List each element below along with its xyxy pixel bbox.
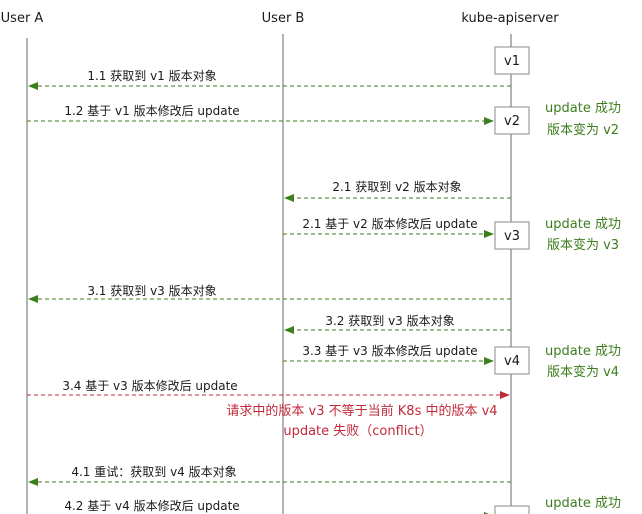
version-label-v3: v3 bbox=[504, 229, 520, 244]
note-success-v3: update 成功 bbox=[545, 217, 621, 232]
actor-user-b: User B bbox=[262, 11, 305, 26]
message-label-3-3: 3.3 基于 v3 版本修改后 update bbox=[302, 343, 477, 358]
note-success-v5: update 成功 bbox=[545, 496, 621, 511]
message-label-1-2: 1.2 基于 v1 版本修改后 update bbox=[64, 103, 239, 118]
message-label-2-1-update: 2.1 基于 v2 版本修改后 update bbox=[302, 216, 477, 231]
actor-user-a: User A bbox=[1, 11, 44, 26]
actor-kube-apiserver: kube-apiserver bbox=[461, 11, 559, 26]
version-label-v2: v2 bbox=[504, 114, 520, 129]
version-label-v4: v4 bbox=[504, 354, 520, 369]
note-success-v2: update 成功 bbox=[545, 101, 621, 116]
version-box-v2 bbox=[494, 106, 530, 135]
message-label-3-1: 3.1 获取到 v3 版本对象 bbox=[87, 284, 216, 298]
message-label-4-2: 4.2 基于 v4 版本修改后 update bbox=[64, 498, 239, 513]
message-label-3-4: 3.4 基于 v3 版本修改后 update bbox=[62, 378, 237, 393]
message-label-3-2: 3.2 获取到 v3 版本对象 bbox=[325, 314, 454, 328]
note-success-v4: update 成功 bbox=[545, 344, 621, 359]
conflict-message-line1: 请求中的版本 v3 不等于当前 K8s 中的版本 v4 bbox=[226, 403, 497, 419]
version-box-v1 bbox=[494, 46, 530, 75]
message-label-4-1: 4.1 重试：获取到 v4 版本对象 bbox=[71, 464, 236, 479]
conflict-message-line2: update 失败（conflict） bbox=[283, 424, 432, 439]
version-box-v3 bbox=[494, 221, 530, 250]
version-label-v1: v1 bbox=[504, 54, 520, 69]
message-label-2-1-get: 2.1 获取到 v2 版本对象 bbox=[332, 180, 461, 194]
message-label-1-1: 1.1 获取到 v1 版本对象 bbox=[87, 69, 216, 83]
version-box-v5 bbox=[494, 505, 530, 514]
note-version-v3: 版本变为 v3 bbox=[547, 237, 619, 253]
version-box-v4 bbox=[494, 346, 530, 375]
note-version-v4: 版本变为 v4 bbox=[547, 364, 619, 380]
note-version-v2: 版本变为 v2 bbox=[547, 122, 619, 138]
